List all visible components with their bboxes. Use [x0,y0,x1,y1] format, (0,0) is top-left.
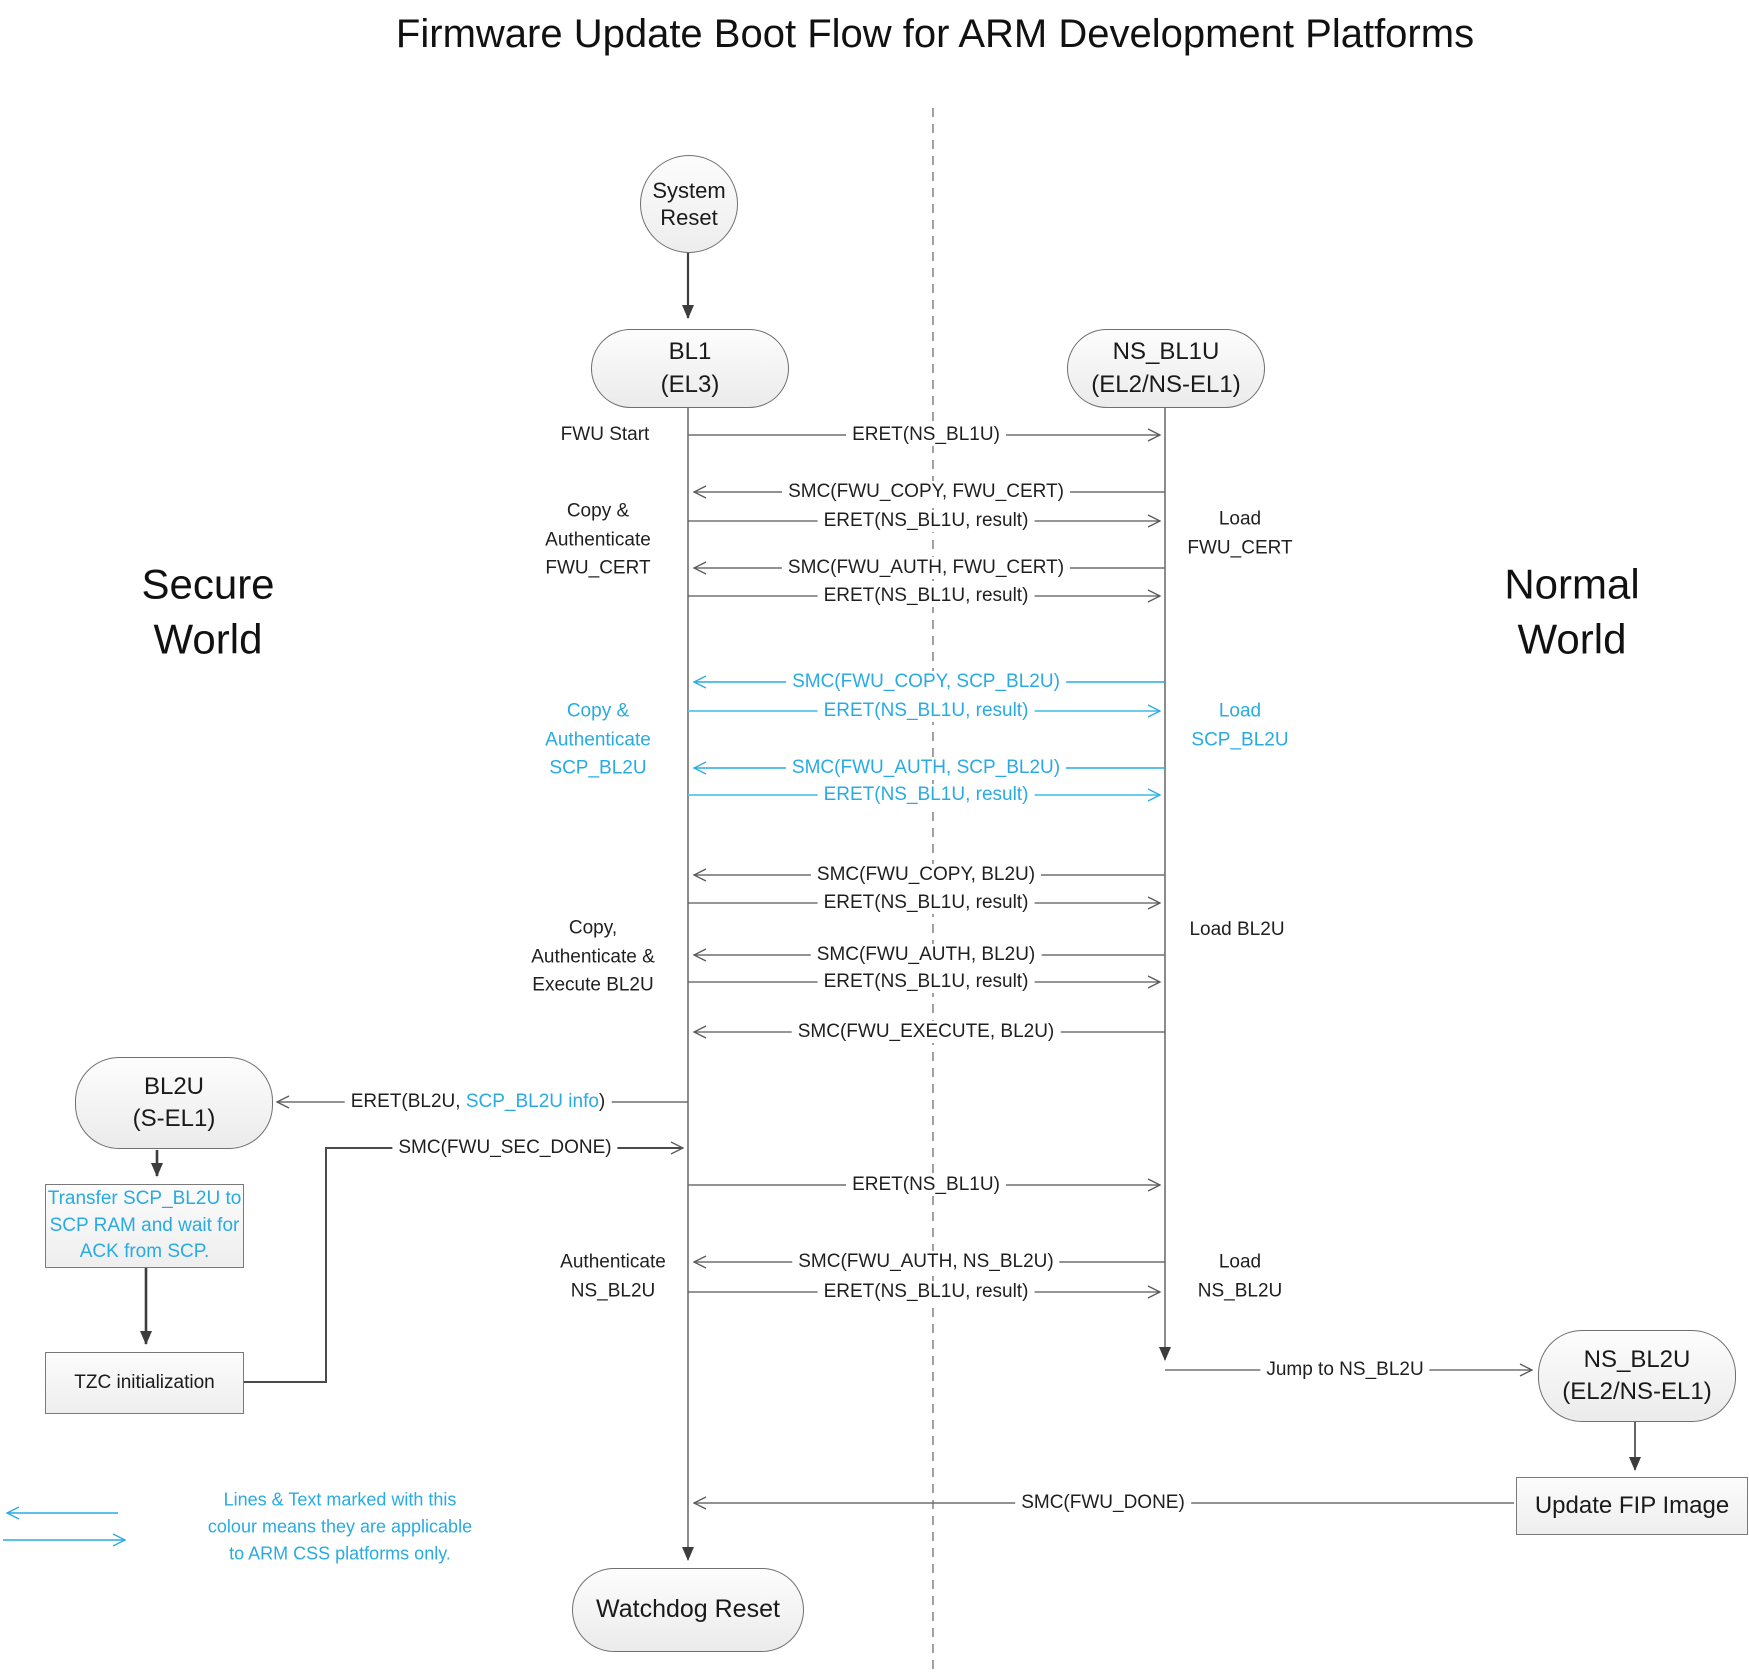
msg-eret-result-5: ERET(NS_BL1U, result) [817,892,1035,914]
node-ns-bl1u: NS_BL1U (EL2/NS-EL1) [1067,329,1265,408]
msg-eret-bl2u-blue: SCP_BL2U info [465,1091,599,1112]
label-copy-auth-scp-bl2u: Copy & Authenticate SCP_BL2U [545,700,651,779]
msg-eret-bl2u-scp-info: ERET(BL2U, SCP_BL2U info) [344,1091,612,1113]
msg-eret-result-6: ERET(NS_BL1U, result) [817,971,1035,993]
msg-smc-fwu-sec-done: SMC(FWU_SEC_DONE) [392,1137,618,1159]
label-load-fwu-cert: Load FWU_CERT [1187,508,1293,559]
msg-eret-bl2u-post: ) [598,1091,606,1112]
box-transfer-scp-bl2u: Transfer SCP_BL2U to SCP RAM and wait fo… [45,1184,244,1268]
msg-smc-fwu-auth-scp-bl2u: SMC(FWU_AUTH, SCP_BL2U) [785,757,1067,779]
msg-smc-fwu-done: SMC(FWU_DONE) [1015,1492,1191,1514]
label-authenticate-ns-bl2u: Authenticate NS_BL2U [560,1251,666,1302]
msg-smc-fwu-auth-bl2u: SMC(FWU_AUTH, BL2U) [810,944,1042,966]
msg-smc-fwu-execute-bl2u: SMC(FWU_EXECUTE, BL2U) [791,1021,1061,1043]
label-load-ns-bl2u: Load NS_BL2U [1197,1251,1283,1302]
msg-smc-fwu-copy-bl2u: SMC(FWU_COPY, BL2U) [810,864,1042,886]
label-fwu-start: FWU Start [560,423,650,445]
msg-eret-ns-bl1u-2: ERET(NS_BL1U) [846,1174,1006,1196]
legend-note: Lines & Text marked with this colour mea… [207,1489,473,1564]
msg-smc-fwu-copy-fwu-cert: SMC(FWU_COPY, FWU_CERT) [782,481,1070,503]
node-watchdog-reset: Watchdog Reset [572,1568,804,1652]
msg-eret-result-4: ERET(NS_BL1U, result) [817,784,1035,806]
msg-eret-result-3: ERET(NS_BL1U, result) [817,700,1035,722]
label-load-bl2u: Load BL2U [1189,918,1285,940]
msg-smc-fwu-copy-scp-bl2u: SMC(FWU_COPY, SCP_BL2U) [786,671,1066,693]
node-system-reset: System Reset [640,155,738,253]
msg-eret-ns-bl1u-1: ERET(NS_BL1U) [846,424,1006,446]
msg-smc-fwu-auth-ns-bl2u: SMC(FWU_AUTH, NS_BL2U) [792,1251,1060,1273]
box-tzc-initialization: TZC initialization [45,1352,244,1414]
box-update-fip-image: Update FIP Image [1516,1477,1748,1535]
node-bl1: BL1 (EL3) [591,329,789,408]
msg-eret-bl2u-pre: ERET(BL2U, [350,1091,466,1112]
secure-world-label: Secure World [141,560,275,662]
msg-eret-result-1: ERET(NS_BL1U, result) [817,510,1035,532]
label-copy-auth-fwu-cert: Copy & Authenticate FWU_CERT [545,500,651,579]
page-title: Firmware Update Boot Flow for ARM Develo… [395,12,1475,56]
msg-smc-fwu-auth-fwu-cert: SMC(FWU_AUTH, FWU_CERT) [781,557,1071,579]
normal-world-label: Normal World [1504,560,1640,662]
msg-jump-to-ns-bl2u: Jump to NS_BL2U [1260,1359,1430,1381]
node-bl2u: BL2U (S-EL1) [75,1057,273,1149]
msg-eret-result-7: ERET(NS_BL1U, result) [817,1281,1035,1303]
label-copy-auth-exec-bl2u: Copy, Authenticate & Execute BL2U [531,917,655,996]
msg-eret-result-2: ERET(NS_BL1U, result) [817,585,1035,607]
label-load-scp-bl2u: Load SCP_BL2U [1191,700,1289,751]
node-ns-bl2u: NS_BL2U (EL2/NS-EL1) [1538,1330,1736,1422]
